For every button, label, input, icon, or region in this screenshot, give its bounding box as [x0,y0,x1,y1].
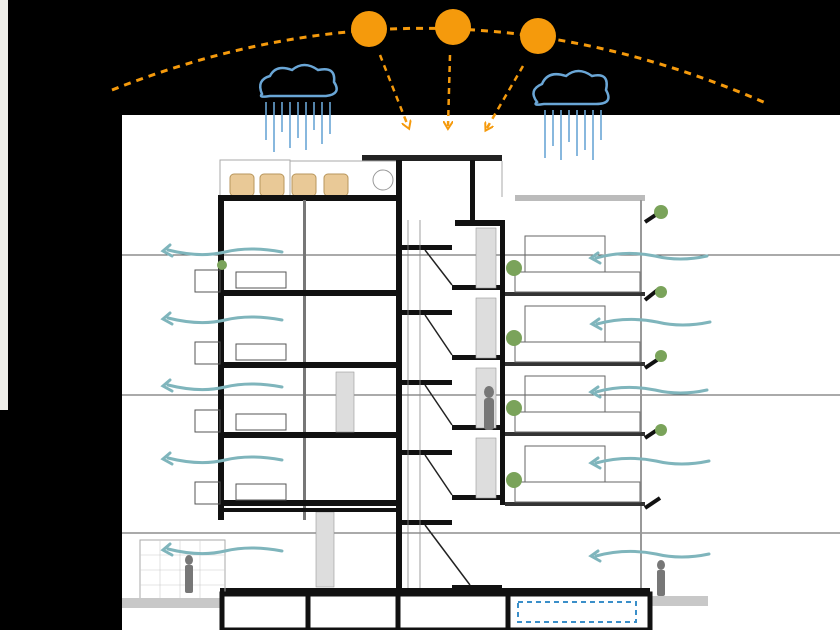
airflow-arrow [160,451,174,466]
sun-icon [435,9,471,45]
airflow-in-arrows [588,251,712,563]
airflow-arrow [166,546,284,556]
rainwater-cistern [517,601,637,623]
airflow-arrow [166,455,284,465]
airflow-arrow [595,317,712,327]
sunlight-arrow [378,54,408,126]
person-figures [185,386,665,596]
airflow-arrow [166,315,284,325]
sunlight-arrow [487,65,525,128]
rain-cloud-icon [259,63,338,152]
airflow-arrow [160,311,174,326]
airflow-arrow [160,378,174,393]
airflow-arrow [594,385,709,395]
airflow-arrow [160,243,174,258]
airflow-arrow [588,251,602,265]
building-section [122,155,708,630]
sun-path-arc [111,26,769,106]
airflow-arrow [166,247,284,257]
airflow-arrow [166,382,284,392]
sunlight-arrow [448,54,450,126]
airflow-arrow [594,549,711,559]
water-tank-icon [229,173,349,197]
airflow-arrow [594,251,709,261]
airflow-out-arrows [160,243,284,557]
airflow-arrow [588,549,602,563]
rain-cloud-icon [532,69,610,160]
airflow-arrow [588,456,602,470]
airflow-arrow [588,385,602,399]
airflow-arrow [589,317,603,331]
sun-icon [520,18,556,54]
airflow-arrow [160,542,174,557]
sun-icon [351,11,387,47]
adjacent-slide-edge [0,0,8,410]
airflow-arrow [594,456,711,466]
